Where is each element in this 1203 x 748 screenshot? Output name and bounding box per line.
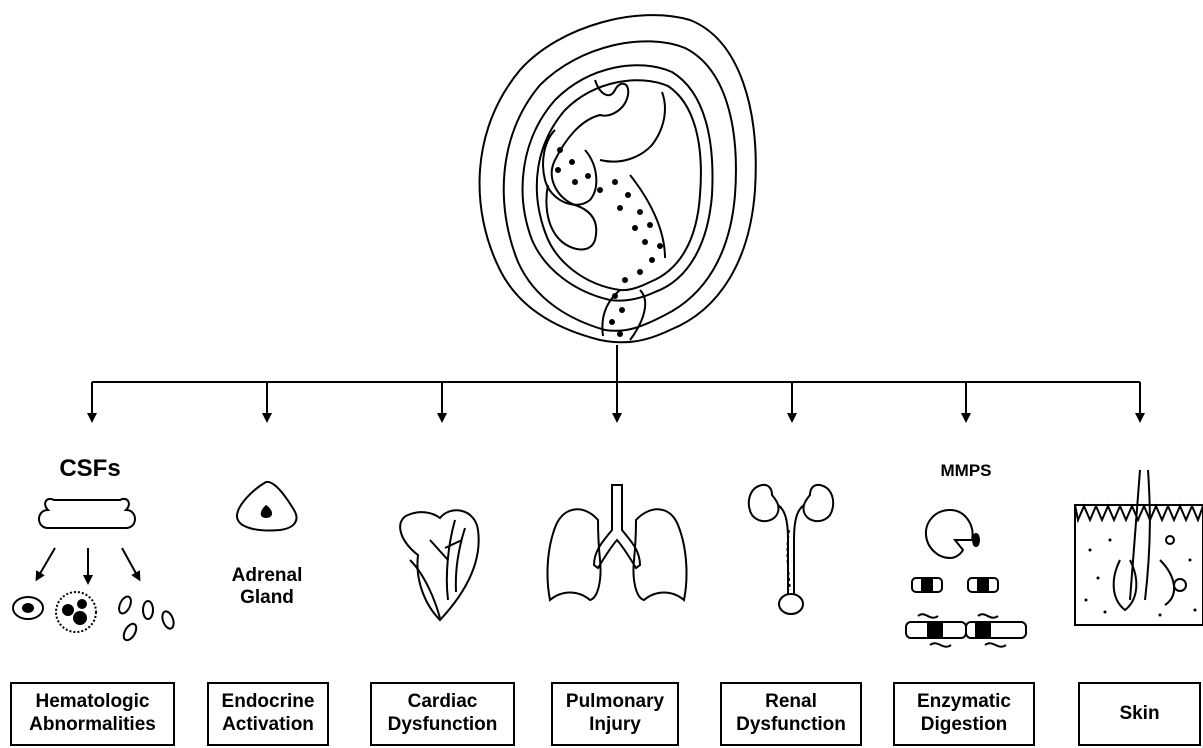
outcome-box-renal: Renal Dysfunction bbox=[720, 682, 862, 746]
outcome-box-pulmonary: Pulmonary Injury bbox=[551, 682, 679, 746]
outcome-line2: Injury bbox=[589, 714, 641, 737]
outcome-line2: Activation bbox=[222, 714, 314, 737]
outcome-line1: Cardiac bbox=[408, 691, 478, 714]
mmps-label: MMPS bbox=[906, 461, 1026, 481]
connector-tree bbox=[92, 345, 1140, 418]
amniotic-dots bbox=[555, 147, 663, 337]
outcome-box-enzymatic: Enzymatic Digestion bbox=[893, 682, 1035, 746]
outcome-line1: Endocrine bbox=[222, 691, 315, 714]
uterus-fetus-illustration bbox=[480, 15, 756, 342]
lungs-icon bbox=[548, 485, 687, 600]
outcome-box-cardiac: Cardiac Dysfunction bbox=[370, 682, 515, 746]
outcome-line1: Pulmonary bbox=[566, 691, 664, 714]
blood-cells-icon bbox=[13, 592, 176, 642]
outcome-line1: Renal bbox=[765, 691, 817, 714]
outcome-line1: Skin bbox=[1119, 703, 1159, 726]
heart-icon bbox=[400, 510, 479, 620]
skin-section-icon bbox=[1075, 470, 1203, 625]
outcome-line1: Hematologic bbox=[35, 691, 149, 714]
outcome-line2: Dysfunction bbox=[388, 714, 498, 737]
outcome-line2: Abnormalities bbox=[29, 714, 156, 737]
outcome-box-endocrine: Endocrine Activation bbox=[207, 682, 329, 746]
outcome-line2: Digestion bbox=[921, 714, 1008, 737]
skin-texture-dots bbox=[1085, 539, 1197, 617]
adrenal-gland-label: Adrenal Gland bbox=[207, 565, 327, 609]
csfs-label: CSFs bbox=[30, 455, 150, 483]
adrenal-gland-icon bbox=[237, 482, 297, 531]
bone-icon bbox=[39, 499, 135, 528]
adrenal-label-line1: Adrenal bbox=[207, 565, 327, 587]
cell-arrows bbox=[38, 548, 138, 580]
kidneys-icon bbox=[749, 485, 833, 614]
adrenal-label-line2: Gland bbox=[207, 587, 327, 609]
outcome-box-hematologic: Hematologic Abnormalities bbox=[10, 682, 175, 746]
outcome-box-skin: Skin bbox=[1078, 682, 1201, 746]
outcome-line2: Dysfunction bbox=[736, 714, 846, 737]
mmps-enzyme-icon bbox=[906, 510, 1026, 647]
outcome-line1: Enzymatic bbox=[917, 691, 1011, 714]
